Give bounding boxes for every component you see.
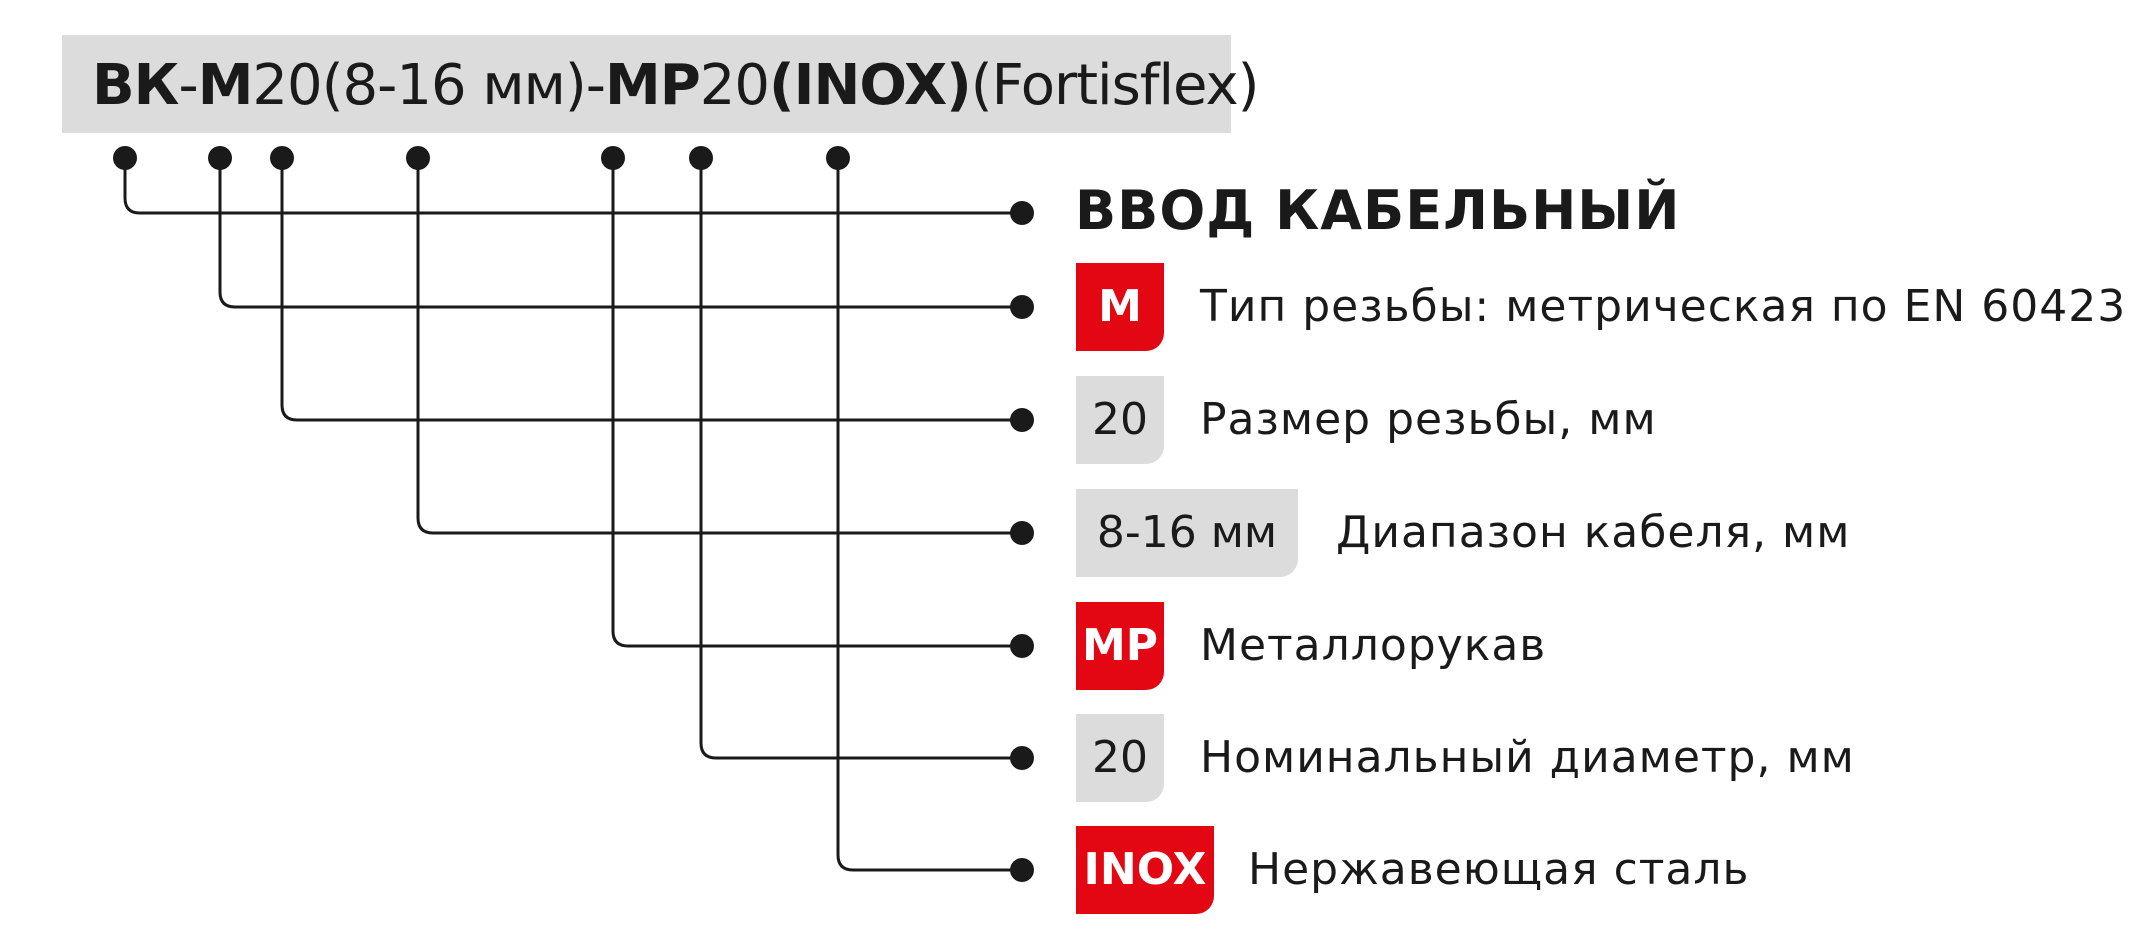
code-dot-4 <box>406 146 430 170</box>
desc-cable-range: Диапазон кабеля, мм <box>1336 507 1851 558</box>
desc-thread-size: Размер резьбы, мм <box>1200 394 1657 445</box>
code-dot-5 <box>601 146 625 170</box>
code-part-inox: (INOX) <box>769 53 972 118</box>
code-dot-6 <box>689 146 713 170</box>
code-part-vk: ВК <box>92 53 179 118</box>
badge-nominal-diameter: 20 <box>1076 714 1164 802</box>
code-part-nominal-diameter: 20 <box>699 53 770 118</box>
end-dot-6 <box>1010 746 1034 770</box>
code-part-cable-range: (8-16 мм) <box>321 53 587 118</box>
code-dot-3 <box>270 146 294 170</box>
desc-conduit: Металлорукав <box>1200 620 1547 671</box>
end-dot-1 <box>1010 201 1034 225</box>
end-dot-2 <box>1010 295 1034 319</box>
desc-nominal-diameter: Номинальный диаметр, мм <box>1200 732 1855 783</box>
badge-conduit: МР <box>1076 602 1164 690</box>
end-dot-3 <box>1010 408 1034 432</box>
badge-inox: INOX <box>1076 826 1214 914</box>
code-part-dash-2: - <box>585 53 606 118</box>
end-dot-7 <box>1010 858 1034 882</box>
badge-thread-size: 20 <box>1076 376 1164 464</box>
product-code: ВК-М20(8-16 мм)-МР20 (INOX) (Fortisflex) <box>92 53 1260 118</box>
end-dot-4 <box>1010 521 1034 545</box>
code-part-dash-1: - <box>178 53 198 118</box>
connector-line-thread-type <box>218 158 1022 309</box>
connector-line-inox <box>836 158 1022 872</box>
desc-inox: Нержавеющая сталь <box>1248 844 1750 895</box>
connector-line-nominal-diameter <box>699 158 1022 760</box>
connector-line-conduit <box>611 158 1022 648</box>
connector-line-heading <box>123 158 1022 215</box>
code-part-fortisflex: (Fortisflex) <box>970 53 1260 118</box>
connector-line-thread-size <box>280 158 1022 422</box>
desc-thread-type: Тип резьбы: метрическая по EN 60423 <box>1200 281 2127 332</box>
heading: ВВОД КАБЕЛЬНЫЙ <box>1075 179 1681 242</box>
code-bar <box>62 35 1231 133</box>
code-dot-1 <box>113 146 137 170</box>
code-dot-2 <box>208 146 232 170</box>
end-dot-5 <box>1010 634 1034 658</box>
code-dot-7 <box>826 146 850 170</box>
code-part-conduit: МР <box>605 53 701 118</box>
badge-thread-type: М <box>1076 263 1164 351</box>
code-part-thread-size: 20 <box>252 53 322 118</box>
badge-cable-range: 8-16 мм <box>1076 489 1298 577</box>
code-part-thread-type: М <box>197 53 254 118</box>
connector-line-cable-range <box>416 158 1022 535</box>
